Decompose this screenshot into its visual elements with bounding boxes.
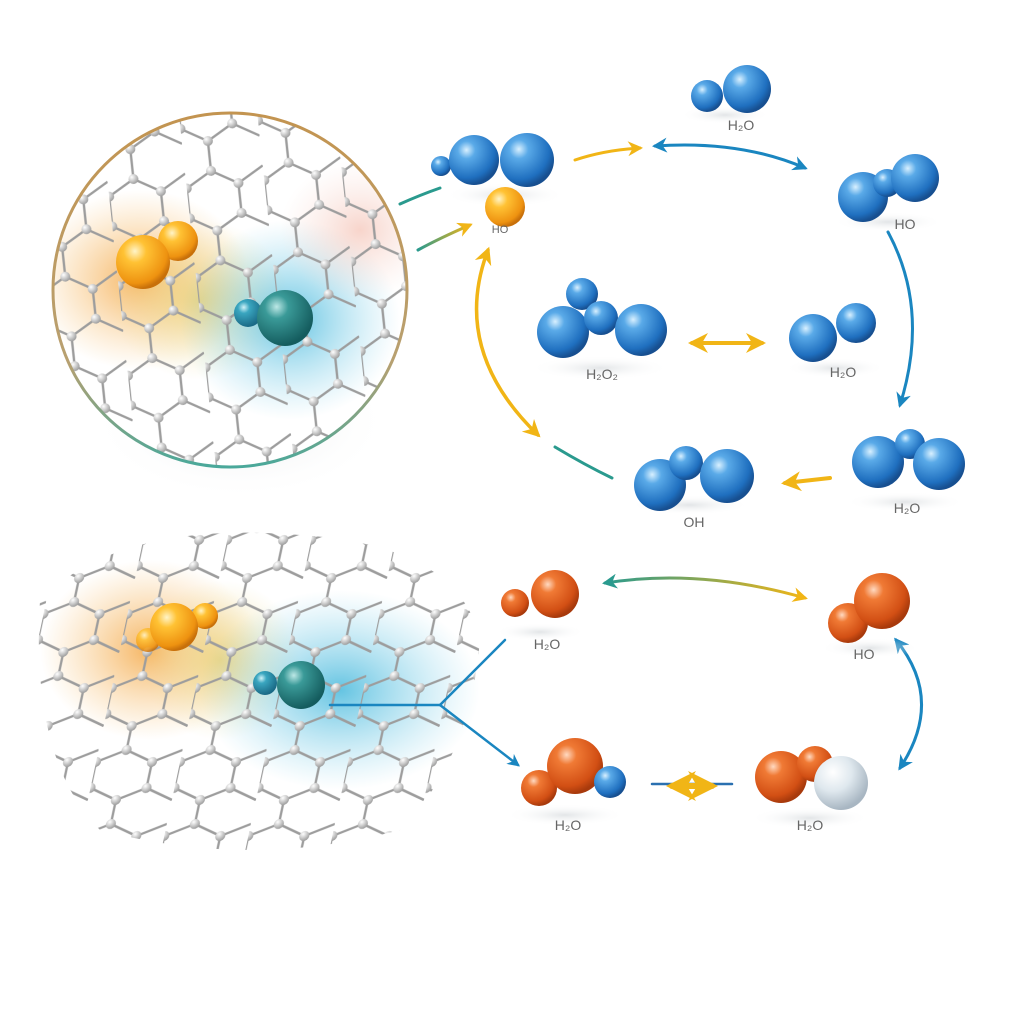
bottom-catalyst-sheet xyxy=(38,532,480,850)
teal-atom xyxy=(257,290,313,346)
molecule-b-top-right-ho xyxy=(820,573,920,658)
molecule-top-center-h2o xyxy=(680,65,771,124)
branch-arrow-up xyxy=(438,638,507,707)
arrow-to-h2o-top xyxy=(573,141,643,162)
label-top-center: H₂O xyxy=(727,117,755,133)
molecule-b-top-left-h2o xyxy=(495,570,585,641)
molecule-bottom-left-oh xyxy=(630,446,754,515)
white-atom xyxy=(814,756,868,810)
molecule-bottom-right-h2o xyxy=(845,429,965,512)
graphene-lattice xyxy=(53,113,407,467)
label-mid-left: H₂O₂ xyxy=(586,366,618,382)
gold-atom xyxy=(150,603,198,651)
arrow-cycle-left xyxy=(474,246,541,438)
molecule-b-bottom-right-h2o xyxy=(750,746,870,829)
label-mid-right: H₂O xyxy=(829,364,857,380)
label-b-top-right: HO xyxy=(853,646,875,662)
gold-atom xyxy=(485,187,525,227)
molecule-top-right-ho xyxy=(833,154,943,232)
arrow-h2o-to-oh xyxy=(781,471,832,492)
gold-atom xyxy=(192,603,218,629)
zoom-circle-border xyxy=(51,111,409,469)
molecule-mid-left-h2o2 xyxy=(530,278,670,380)
arrow-h2o-to-ho xyxy=(652,137,808,171)
label-bottom-left: OH xyxy=(683,514,705,530)
branch-arrow-down xyxy=(438,703,520,767)
label-top-right: HO xyxy=(894,216,916,232)
label-bottom-right: H₂O xyxy=(893,500,921,516)
gold-atom xyxy=(158,221,198,261)
molecule-mid-right-h2o xyxy=(785,303,885,378)
feed-arrow-upper xyxy=(398,186,442,206)
arrow-ho-to-h2o-bottom xyxy=(886,230,914,408)
molecule-b-bottom-left-h2o xyxy=(505,738,626,826)
teal-atom xyxy=(234,299,262,327)
arrow-h2o-ho-bottom xyxy=(602,573,808,602)
gold-atom xyxy=(116,235,170,289)
feed-arrow-lower xyxy=(416,222,473,252)
teal-atom xyxy=(253,671,277,695)
label-b-bottom-left: H₂O xyxy=(554,817,582,833)
top-cycle-arrows xyxy=(398,137,914,492)
label-top-left: HO xyxy=(491,224,509,236)
arrow-ho-to-h2o-bottom-right xyxy=(894,637,924,771)
arrow-tail-oh xyxy=(553,445,614,480)
top-catalyst-zoom-view xyxy=(51,111,409,500)
label-b-bottom-right: H₂O xyxy=(796,817,824,833)
label-b-top-left: H₂O xyxy=(533,636,561,652)
teal-atom xyxy=(277,661,325,709)
molecule-top-left xyxy=(431,133,565,227)
